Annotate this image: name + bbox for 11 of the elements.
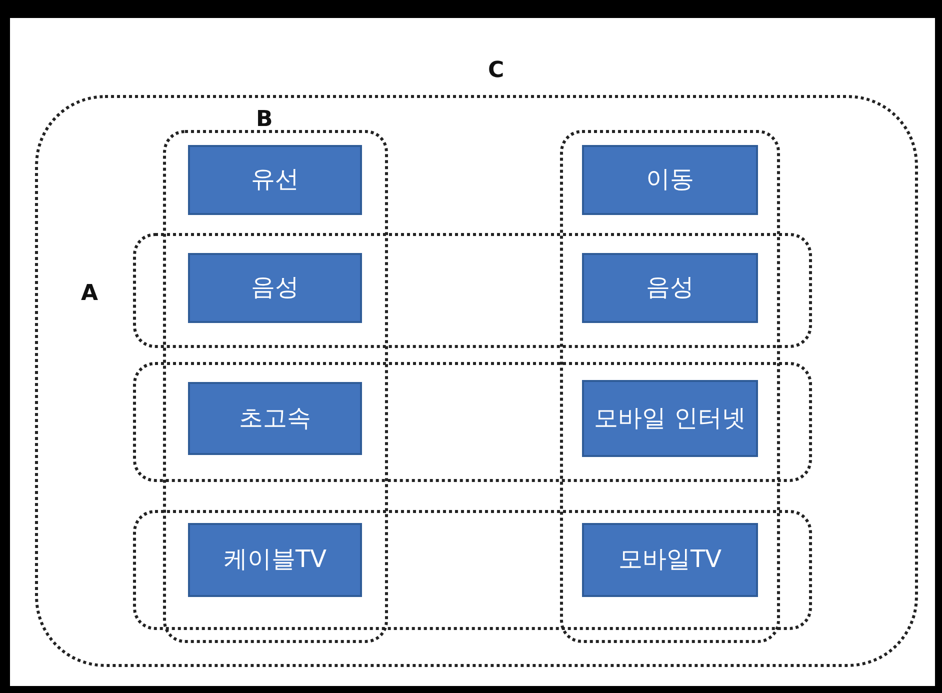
service-tile: 유선 [188, 145, 362, 215]
service-tile: 음성 [188, 253, 362, 323]
service-tile: 모바일 인터넷 [582, 380, 758, 457]
service-tile: 케이블TV [188, 523, 362, 597]
service-tile: 음성 [582, 253, 758, 323]
service-tile: 모바일TV [582, 523, 758, 597]
service-tile: 초고속 [188, 382, 362, 455]
service-tile: 이동 [582, 145, 758, 215]
region-label: B [256, 107, 273, 132]
region-label: A [81, 281, 98, 306]
region-label: C [488, 58, 504, 83]
